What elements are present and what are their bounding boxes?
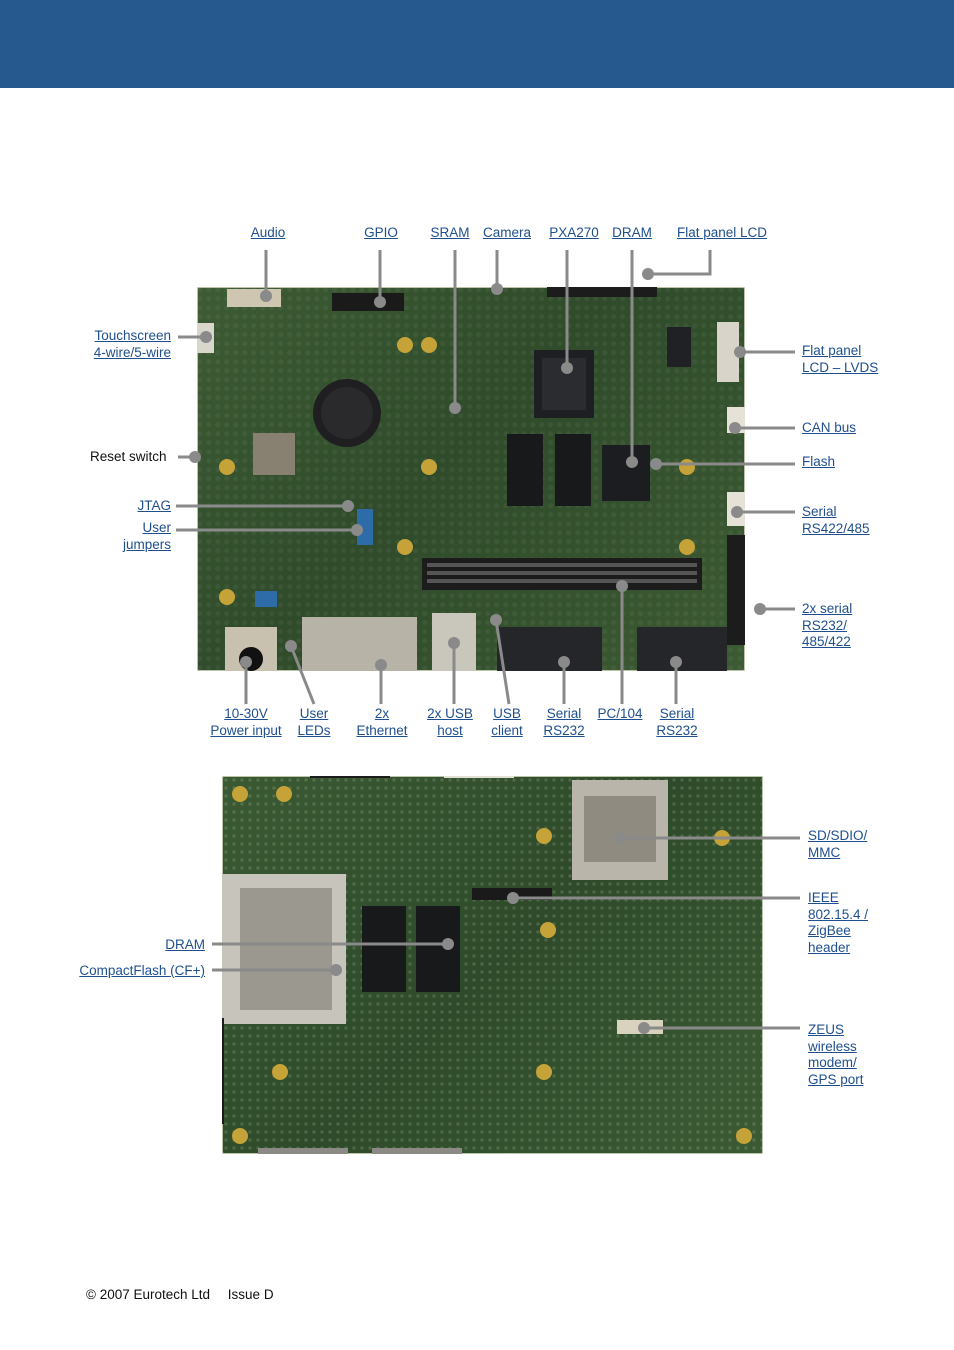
power-input-label-line1: 10-30V: [224, 706, 268, 721]
ieee-zigbee-label[interactable]: IEEE 802.15.4 / ZigBee header: [808, 890, 868, 956]
page-footer: © 2007 Eurotech Ltd Issue D: [86, 1287, 288, 1302]
usb-client-label-line1: USB: [493, 706, 521, 721]
user-jumpers-label-line2: jumpers: [122, 536, 171, 552]
usb-host-label-line1: 2x USB: [427, 706, 473, 721]
serial-rs422-label[interactable]: Serial RS422/485: [802, 504, 870, 537]
serial-rs422-label-line2: RS422/485: [802, 520, 870, 536]
gpio-label[interactable]: GPIO: [364, 225, 398, 240]
jtag-label[interactable]: JTAG: [137, 498, 172, 513]
camera-label[interactable]: Camera: [482, 225, 532, 240]
ethernet-label-line2: Ethernet: [356, 722, 408, 738]
user-jumpers-label-line1: User: [142, 520, 171, 535]
serial-rs232-a-label[interactable]: Serial RS232: [543, 706, 584, 739]
serial-2x-label[interactable]: 2x serial RS232/ 485/422: [802, 601, 852, 651]
serial-rs422-label-line1: Serial: [802, 504, 837, 519]
user-leds-label-line1: User: [299, 706, 329, 721]
flat-panel-lvds-label-line1: Flat panel: [802, 343, 862, 358]
user-leds-label[interactable]: User LEDs: [297, 706, 330, 739]
power-input-label[interactable]: 10-30V Power input: [210, 706, 281, 739]
footer-issue: Issue D: [227, 1287, 274, 1302]
ethernet-label[interactable]: 2x Ethernet: [356, 706, 407, 739]
zeus-label-line4: GPS port: [808, 1071, 864, 1087]
flat-panel-lcd-label[interactable]: Flat panel LCD: [676, 225, 768, 240]
user-leds-label-line2: LEDs: [297, 722, 331, 738]
flat-panel-lvds-label-line2: LCD – LVDS: [802, 359, 879, 375]
touchscreen-label[interactable]: Touchscreen 4-wire/5-wire: [94, 328, 171, 361]
serial-rs232-b-label-line2: RS232: [656, 722, 698, 738]
board-bottom-graphic: [200, 750, 752, 1168]
dram-label[interactable]: DRAM: [612, 225, 652, 240]
touchscreen-label-line1: Touchscreen: [94, 328, 171, 343]
flash-label[interactable]: Flash: [802, 454, 836, 469]
bottom-dram-label[interactable]: DRAM: [165, 937, 205, 952]
ieee-zigbee-label-line4: header: [808, 939, 851, 955]
zeus-label-line3: modem/: [808, 1055, 857, 1070]
usb-client-label-line2: client: [491, 722, 523, 738]
audio-label[interactable]: Audio: [250, 225, 286, 240]
pc104-label[interactable]: PC/104: [597, 706, 643, 721]
touchscreen-label-line2: 4-wire/5-wire: [93, 344, 171, 360]
flat-panel-lvds-label[interactable]: Flat panel LCD – LVDS: [802, 343, 878, 376]
compactflash-label[interactable]: CompactFlash (CF+): [79, 963, 205, 978]
usb-client-label[interactable]: USB client: [491, 706, 523, 739]
usb-host-label[interactable]: 2x USB host: [427, 706, 473, 739]
ieee-zigbee-label-line2: 802.15.4 /: [808, 906, 869, 922]
reset-switch-label: Reset switch: [90, 449, 167, 464]
footer-copyright: © 2007 Eurotech Ltd: [86, 1287, 211, 1302]
zeus-label-line1: ZEUS: [808, 1022, 845, 1037]
sd-mmc-label[interactable]: SD/SDIO/ MMC: [808, 828, 867, 861]
board-top-photo: [194, 257, 775, 671]
serial-rs232-a-label-line1: Serial: [546, 706, 582, 721]
user-jumpers-label[interactable]: User jumpers: [123, 520, 171, 553]
sd-mmc-label-line2: MMC: [808, 844, 841, 860]
ieee-zigbee-label-line1: IEEE: [808, 890, 839, 905]
serial-2x-label-line2: RS232/: [802, 617, 848, 633]
header-banner: [0, 0, 954, 88]
serial-2x-label-line1: 2x serial: [802, 601, 853, 616]
serial-2x-label-line3: 485/422: [802, 634, 851, 649]
power-input-label-line2: Power input: [210, 722, 282, 738]
pxa270-label[interactable]: PXA270: [549, 225, 599, 240]
serial-rs232-b-label-line1: Serial: [659, 706, 695, 721]
board-top-graphic: [194, 257, 775, 671]
sram-label[interactable]: SRAM: [430, 225, 470, 240]
ieee-zigbee-label-line3: ZigBee: [808, 923, 851, 938]
board-bottom-photo: [200, 750, 763, 1168]
zeus-label-line2: wireless: [808, 1038, 857, 1054]
serial-rs232-b-label[interactable]: Serial RS232: [656, 706, 697, 739]
usb-host-label-line2: host: [437, 722, 463, 738]
sd-mmc-label-line1: SD/SDIO/: [808, 828, 868, 843]
can-bus-label[interactable]: CAN bus: [802, 420, 857, 435]
zeus-label[interactable]: ZEUS wireless modem/ GPS port: [808, 1022, 864, 1088]
serial-rs232-a-label-line2: RS232: [543, 722, 585, 738]
ethernet-label-line1: 2x: [374, 706, 390, 721]
